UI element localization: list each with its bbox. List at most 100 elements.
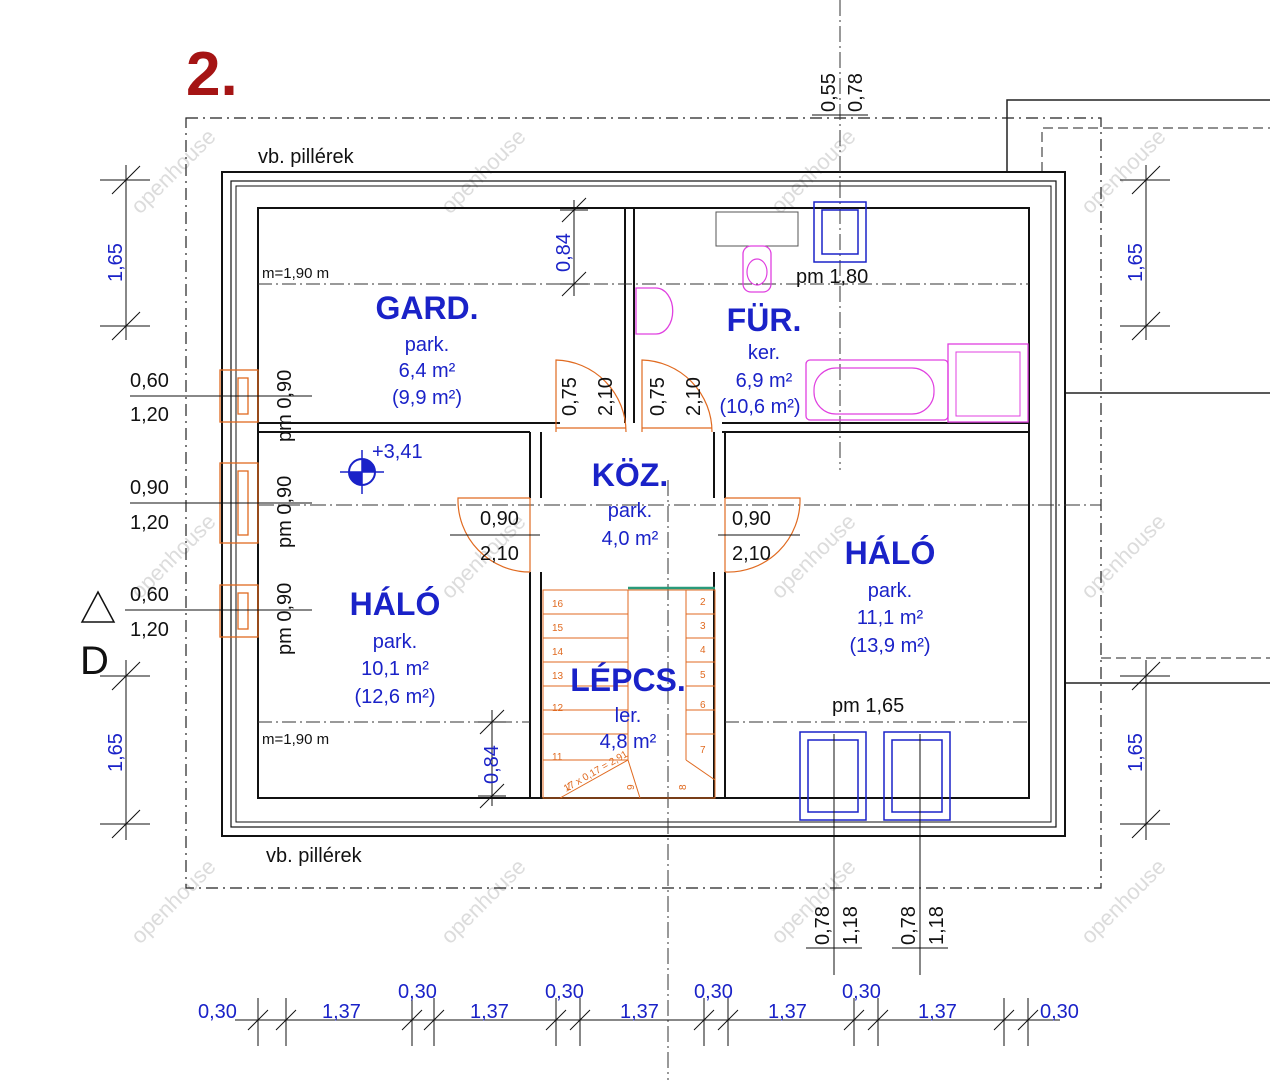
bottom-dimension: 0,78 bbox=[812, 906, 834, 945]
svg-text:15: 15 bbox=[552, 623, 564, 634]
stair-step-numbers: 16 15 14 13 12 11 2 3 4 5 6 7 8 9 1 bbox=[552, 597, 706, 793]
svg-text:0,30: 0,30 bbox=[842, 981, 881, 1003]
bottom-dimension: 1,18 bbox=[840, 906, 862, 945]
bottom-dimension: 1,18 bbox=[926, 906, 948, 945]
dimension-chain bbox=[235, 998, 1060, 1046]
room-label-lepcs: LÉPCS. ler. 4,8 m² bbox=[570, 662, 686, 753]
svg-text:11: 11 bbox=[552, 752, 563, 763]
door-width: 0,75 bbox=[647, 377, 669, 416]
staircase bbox=[542, 589, 716, 799]
svg-text:0,30: 0,30 bbox=[398, 981, 437, 1003]
svg-text:14: 14 bbox=[552, 647, 564, 658]
svg-text:1: 1 bbox=[566, 782, 572, 793]
room-name: HÁLÓ bbox=[350, 586, 441, 622]
door-height: 2,10 bbox=[480, 543, 519, 565]
dimension-right: 1,65 bbox=[1125, 733, 1147, 772]
pillars-note: vb. pillérek bbox=[258, 146, 355, 168]
svg-text:2: 2 bbox=[700, 597, 706, 608]
adjacent-structure bbox=[1006, 99, 1270, 684]
svg-text:5: 5 bbox=[700, 670, 706, 681]
door-width: 0,90 bbox=[480, 508, 519, 530]
room-label-fur: FÜR. ker. 6,9 m² (10,6 m²) bbox=[719, 302, 801, 418]
stair-spec: 17 x 0,17 = 2,91 bbox=[562, 749, 630, 795]
sheet-number: 2. bbox=[186, 40, 238, 109]
room-area: 11,1 m² bbox=[857, 607, 924, 629]
svg-text:13: 13 bbox=[552, 671, 564, 682]
level-value: +3,41 bbox=[372, 441, 423, 463]
room-label-koz: KÖZ. park. 4,0 m² bbox=[592, 457, 668, 550]
svg-text:4: 4 bbox=[700, 645, 706, 656]
window-sill-height: pm 0,90 bbox=[274, 583, 296, 655]
room-gross-area: (12,6 m²) bbox=[354, 686, 435, 708]
roof-windows bbox=[799, 201, 951, 821]
svg-text:1,37: 1,37 bbox=[322, 1001, 361, 1023]
room-name: KÖZ. bbox=[592, 457, 668, 493]
watermark: openhouse bbox=[1076, 509, 1171, 604]
svg-text:0,30: 0,30 bbox=[198, 1001, 237, 1023]
level-marker: +3,41 bbox=[340, 441, 423, 494]
room-area: 6,9 m² bbox=[736, 370, 793, 392]
svg-text:0,30: 0,30 bbox=[1040, 1001, 1079, 1023]
height-note: m=1,90 m bbox=[262, 265, 329, 282]
door-width: 0,90 bbox=[732, 508, 771, 530]
room-area: 6,4 m² bbox=[399, 360, 456, 382]
top-dimension: 0,78 bbox=[845, 73, 867, 112]
svg-text:7: 7 bbox=[700, 745, 706, 756]
svg-text:9: 9 bbox=[626, 784, 637, 790]
svg-text:1,37: 1,37 bbox=[918, 1001, 957, 1023]
svg-text:6: 6 bbox=[700, 700, 706, 711]
room-floor: park. bbox=[405, 334, 449, 356]
watermark: openhouse bbox=[126, 124, 221, 219]
svg-text:1,37: 1,37 bbox=[768, 1001, 807, 1023]
window-width: 0,60 bbox=[130, 584, 169, 606]
vertical-dimensions bbox=[100, 165, 1170, 840]
room-label-gard: GARD. park. 6,4 m² (9,9 m²) bbox=[375, 290, 478, 409]
dimension-left: 1,65 bbox=[105, 243, 127, 282]
dimension-left: 1,65 bbox=[105, 733, 127, 772]
height-note: m=1,90 m bbox=[262, 731, 329, 748]
door-width: 0,75 bbox=[559, 377, 581, 416]
watermark: openhouse bbox=[1076, 124, 1171, 219]
bathroom-fixtures bbox=[635, 211, 1029, 423]
room-gross-area: (10,6 m²) bbox=[719, 396, 800, 418]
room-area: 4,0 m² bbox=[602, 528, 659, 550]
room-gross-area: (9,9 m²) bbox=[392, 387, 462, 409]
knee-height-dimension: 0,84 bbox=[553, 233, 575, 272]
window-height: 1,20 bbox=[130, 619, 169, 641]
dimension-chain-labels: 0,30 1,37 0,30 1,37 0,30 1,37 0,30 1,37 … bbox=[198, 981, 1079, 1023]
window-width: 0,90 bbox=[130, 477, 169, 499]
svg-text:8: 8 bbox=[678, 784, 689, 790]
dimension-right: 1,65 bbox=[1125, 243, 1147, 282]
bottom-dimension: 0,78 bbox=[898, 906, 920, 945]
room-area: 4,8 m² bbox=[600, 731, 657, 753]
room-name: GARD. bbox=[375, 290, 478, 326]
pillars-note: vb. pillérek bbox=[266, 845, 363, 867]
watermark: openhouse bbox=[1076, 854, 1171, 949]
room-label-halo-left: HÁLÓ park. 10,1 m² (12,6 m²) bbox=[350, 586, 441, 708]
sill-height-note: pm 1,80 bbox=[796, 266, 868, 288]
watermark: openhouse bbox=[126, 854, 221, 949]
window-sill-height: pm 0,90 bbox=[274, 370, 296, 442]
svg-text:1,37: 1,37 bbox=[620, 1001, 659, 1023]
room-name: LÉPCS. bbox=[570, 662, 686, 698]
room-label-halo-right: HÁLÓ park. 11,1 m² (13,9 m²) bbox=[845, 535, 936, 657]
svg-text:16: 16 bbox=[552, 599, 564, 610]
room-floor: ker. bbox=[748, 342, 780, 364]
room-area: 10,1 m² bbox=[361, 658, 429, 680]
room-gross-area: (13,9 m²) bbox=[849, 635, 930, 657]
window-height: 1,20 bbox=[130, 512, 169, 534]
svg-text:0,30: 0,30 bbox=[694, 981, 733, 1003]
window-sill-height: pm 0,90 bbox=[274, 476, 296, 548]
sill-height-note: pm 1,65 bbox=[832, 695, 904, 717]
interior-walls bbox=[258, 208, 1029, 798]
knee-height-dimension: 0,84 bbox=[481, 745, 503, 784]
svg-text:3: 3 bbox=[700, 621, 706, 632]
svg-text:1,37: 1,37 bbox=[470, 1001, 509, 1023]
door-height: 2,10 bbox=[683, 377, 705, 416]
window-width: 0,60 bbox=[130, 370, 169, 392]
room-floor: park. bbox=[868, 580, 912, 602]
window-height: 1,20 bbox=[130, 404, 169, 426]
section-marker: D bbox=[80, 590, 116, 683]
axis-lines bbox=[258, 0, 1101, 1080]
